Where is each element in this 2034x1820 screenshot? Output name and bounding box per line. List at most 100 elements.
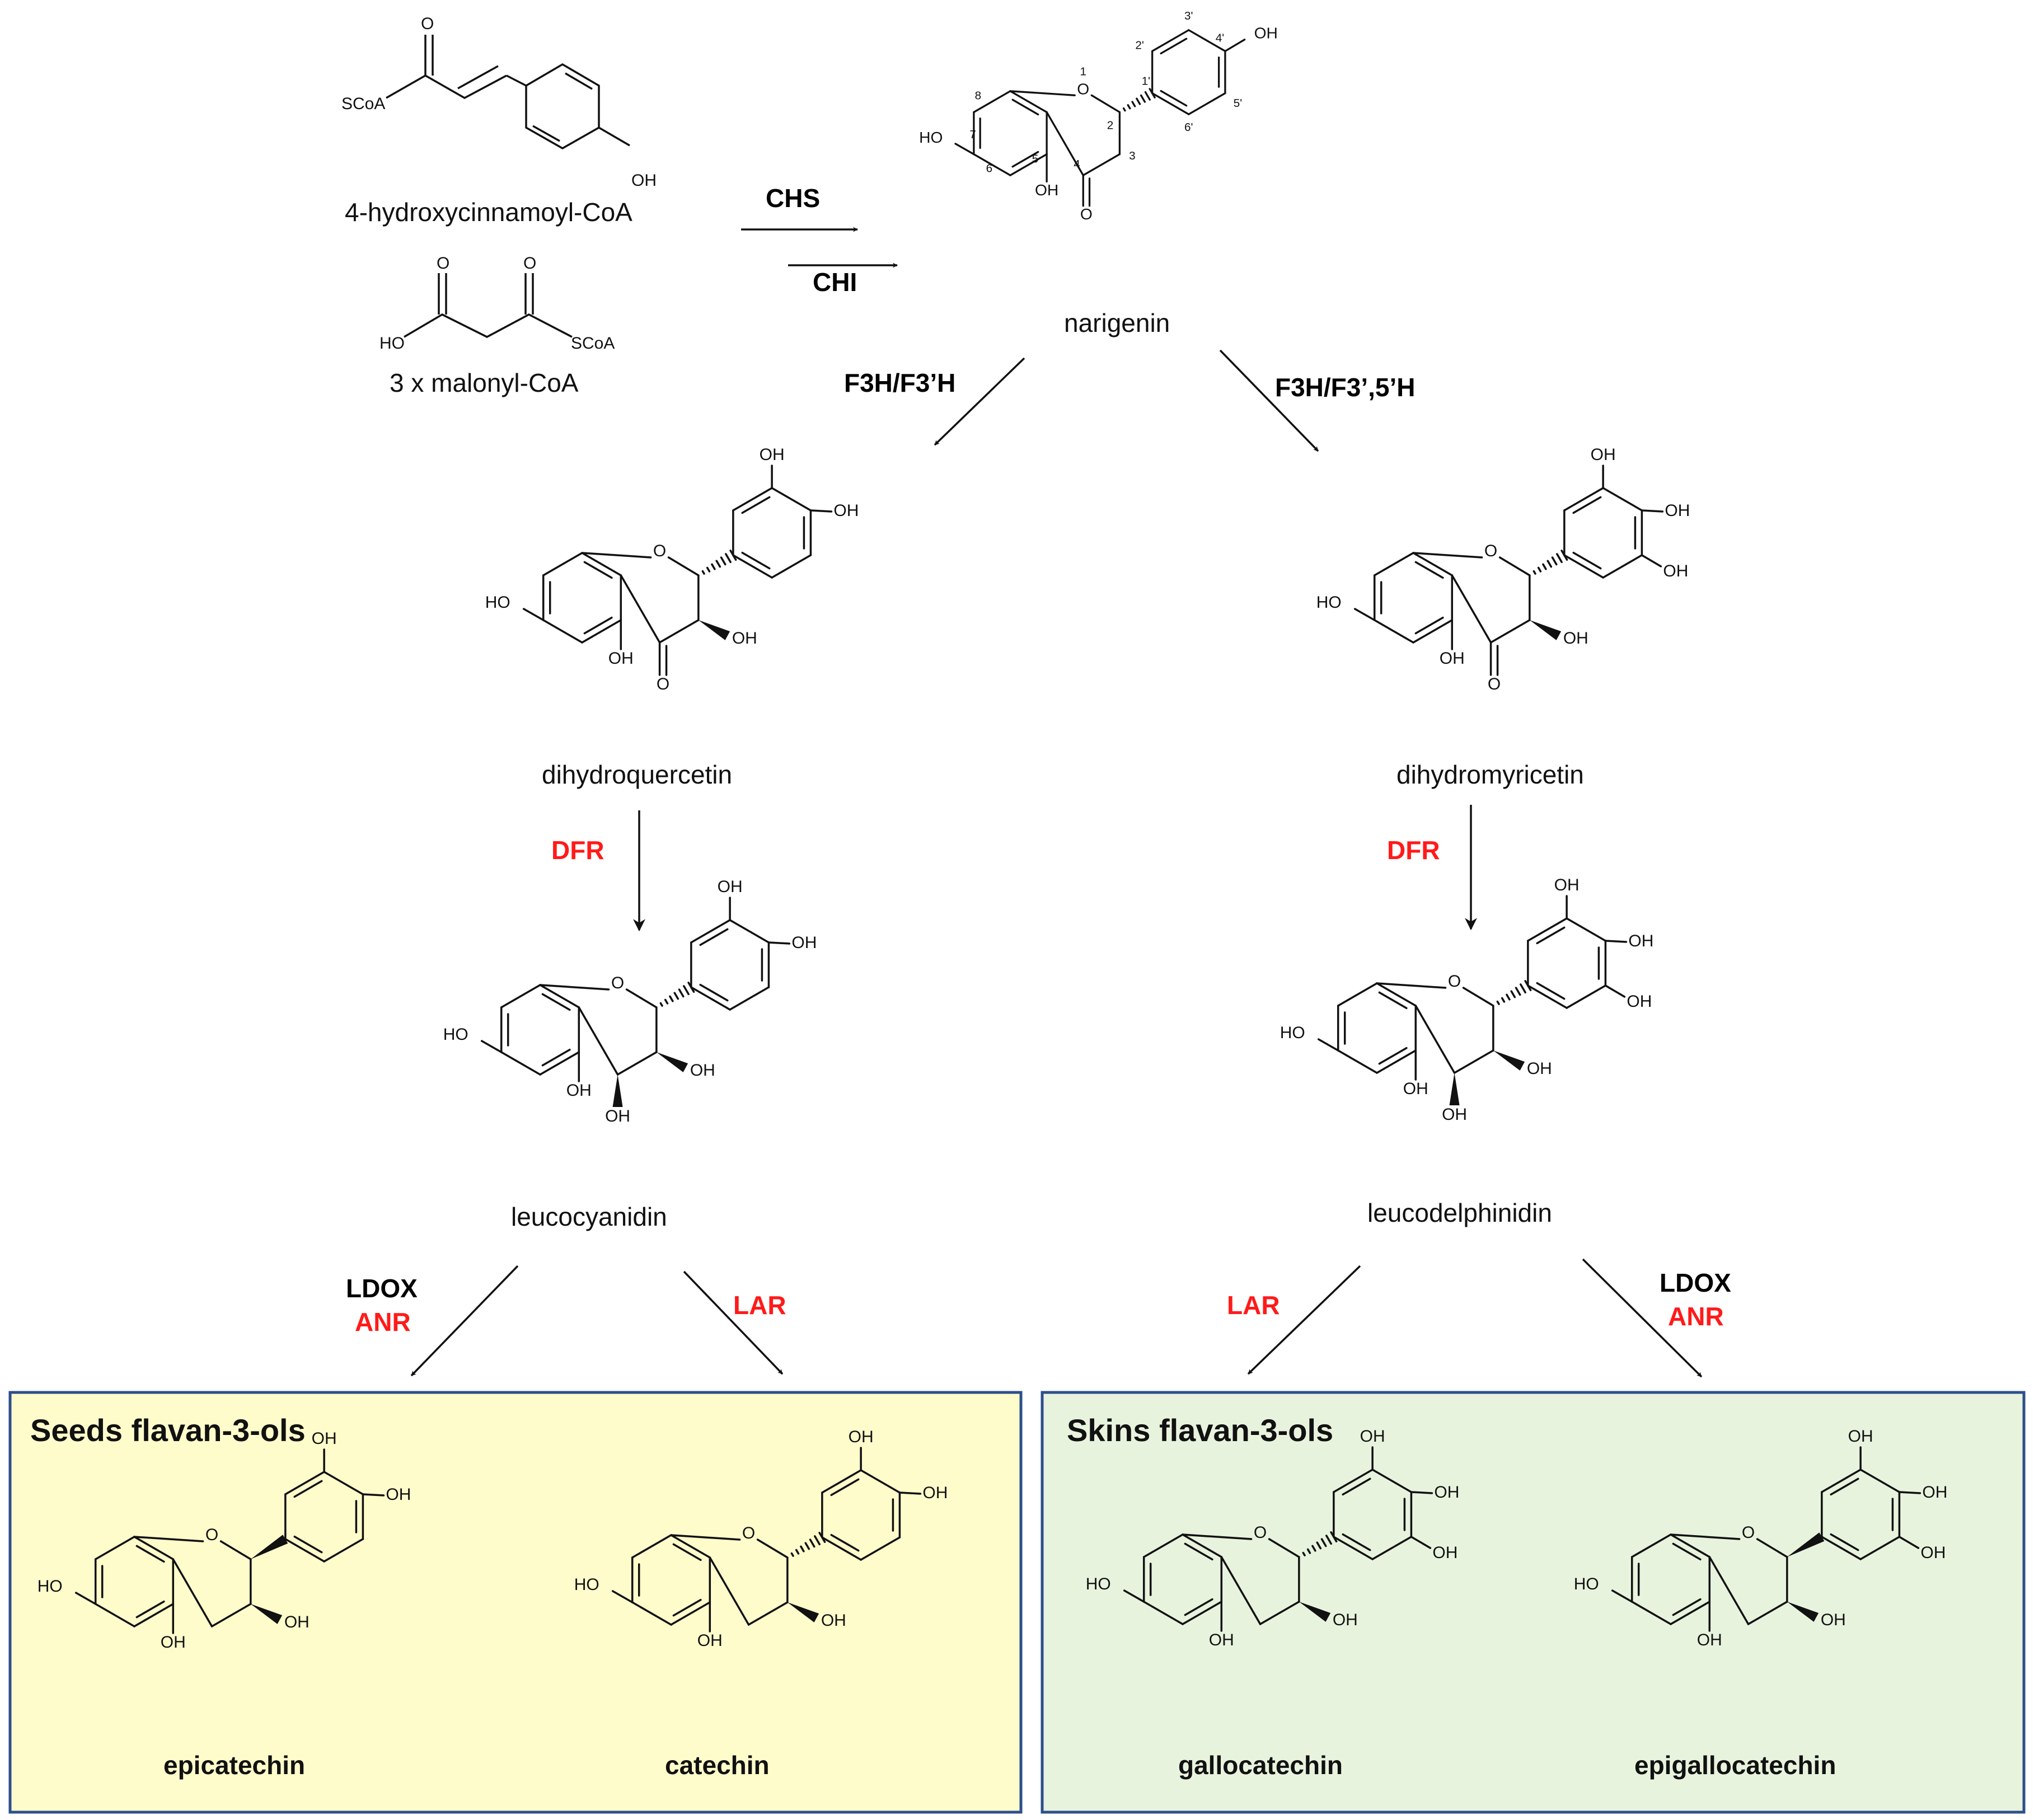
lar-left-arrow xyxy=(683,1270,784,1375)
ldox-anr-right-arrow xyxy=(1582,1258,1703,1378)
cinnamoyl-coa-structure xyxy=(386,35,630,150)
c5-oh-label: OH xyxy=(1403,1080,1428,1098)
c4-keto-oxygen-label: O xyxy=(1488,675,1501,693)
ring-oxygen-label: O xyxy=(205,1526,218,1544)
b-ring-oh-3-label: OH xyxy=(1360,1427,1385,1446)
c4-keto-oxygen-label: O xyxy=(657,675,669,693)
ring-number-3p: 3' xyxy=(1184,10,1193,22)
c3-oh-label: OH xyxy=(1333,1611,1358,1629)
ring-number-7: 7 xyxy=(969,128,976,141)
skins-box xyxy=(1041,1391,2026,1814)
ring-number-2: 2 xyxy=(1107,119,1114,132)
f3h-left-label: F3H/F3’H xyxy=(844,368,955,397)
ldox-anr-left-arrow xyxy=(410,1265,519,1377)
c7-ho-label: HO xyxy=(574,1575,599,1594)
gallocatechin-name: gallocatechin xyxy=(1178,1751,1343,1780)
b-ring-oh-3-label: OH xyxy=(760,445,785,464)
b-ring-oh-3-label: OH xyxy=(312,1429,337,1448)
catechin-name: catechin xyxy=(665,1751,770,1780)
c7-ho-label: HO xyxy=(38,1577,63,1596)
c3-oh-label: OH xyxy=(1563,629,1588,648)
ring-number-8: 8 xyxy=(975,90,982,102)
b-ring-oh-3-label: OH xyxy=(1591,445,1616,464)
ring-oxygen-label: O xyxy=(653,542,666,560)
c7-ho-label: HO xyxy=(443,1025,468,1044)
c5-oh-label: OH xyxy=(1035,181,1058,199)
malonyl-o1-label: O xyxy=(437,254,449,273)
b-ring-oh-4-label: OH xyxy=(1665,501,1690,520)
ring-number-1: 1 xyxy=(1080,65,1087,78)
ring-oxygen-label: O xyxy=(611,974,624,992)
b-ring-oh-3-label: OH xyxy=(1848,1427,1873,1446)
b-ring-oh-5-label: OH xyxy=(1627,992,1652,1011)
c5-oh-label: OH xyxy=(1440,649,1465,668)
cinnamoyl-oh-label: OH xyxy=(631,171,657,190)
b-ring-oh-3-label: OH xyxy=(1554,876,1580,894)
c3-oh-label: OH xyxy=(1821,1611,1846,1629)
epicatechin-structure: O HO OH OH OH OH xyxy=(38,1429,411,1652)
ring-number-6p: 6' xyxy=(1184,121,1193,134)
chs-label: CHS xyxy=(766,184,820,213)
ring-number-2p: 2' xyxy=(1135,39,1143,51)
leucodelphinidin-name: leucodelphinidin xyxy=(1367,1198,1552,1227)
malonyl-coa-structure xyxy=(404,273,573,338)
ldox-left-label: LDOX xyxy=(346,1274,418,1303)
ring-number-6: 6 xyxy=(986,162,993,175)
malonyl-ho-label: HO xyxy=(379,334,405,353)
b-ring-oh-label: OH xyxy=(1254,24,1278,42)
c3-oh-label: OH xyxy=(690,1061,715,1080)
anr-right-label: ANR xyxy=(1668,1302,1724,1331)
b-ring-oh-4-label: OH xyxy=(1434,1483,1459,1502)
skins-box-title: Skins flavan-3-ols xyxy=(1067,1413,1333,1448)
c7-ho-label: HO xyxy=(485,593,510,612)
ring-number-1p: 1' xyxy=(1142,74,1150,87)
ring-oxygen-label: O xyxy=(1254,1523,1267,1542)
c7-ho-label: HO xyxy=(919,128,943,146)
cinnamoyl-o-label: O xyxy=(421,15,434,33)
c5-oh-label: OH xyxy=(697,1631,723,1650)
dihydromyricetin-name: dihydromyricetin xyxy=(1396,760,1584,789)
dfr-right-label: DFR xyxy=(1387,836,1440,865)
b-ring-oh-3-label: OH xyxy=(849,1428,874,1446)
seeds-box xyxy=(8,1391,1023,1814)
malonyl-o2-label: O xyxy=(523,254,536,273)
c5-oh-label: OH xyxy=(1697,1631,1722,1649)
cinnamoyl-scoa-label: SCoA xyxy=(341,95,385,113)
ring-number-3: 3 xyxy=(1129,149,1136,162)
c5-oh-label: OH xyxy=(1209,1631,1234,1649)
malonyl-scoa-label: SCoA xyxy=(571,334,615,353)
ring-oxygen-label: O xyxy=(1077,79,1089,97)
f3h-right-label: F3H/F3’,5’H xyxy=(1275,373,1416,402)
f3h-right-arrow xyxy=(1219,349,1319,452)
lar-left-label: LAR xyxy=(733,1291,786,1320)
lar-right-label: LAR xyxy=(1227,1291,1280,1320)
ldox-right-label: LDOX xyxy=(1660,1268,1731,1297)
c5-oh-label: OH xyxy=(161,1633,186,1652)
b-ring-oh-4-label: OH xyxy=(791,934,817,952)
b-ring-oh-4-label: OH xyxy=(1922,1483,1947,1502)
ring-oxygen-label: O xyxy=(1484,542,1497,560)
b-ring-oh-5-label: OH xyxy=(1432,1544,1457,1562)
lar-right-arrow xyxy=(1247,1265,1361,1375)
f3h-left-arrow xyxy=(934,357,1025,446)
ring-number-4: 4 xyxy=(1074,158,1080,171)
c7-ho-label: HO xyxy=(1280,1024,1305,1042)
c3-oh-label: OH xyxy=(284,1613,310,1631)
c4-oh-label: OH xyxy=(605,1107,630,1125)
c3-oh-label: OH xyxy=(1527,1059,1552,1078)
seeds-box-title: Seeds flavan-3-ols xyxy=(30,1413,306,1448)
b-ring-oh-4-label: OH xyxy=(386,1485,411,1504)
cinnamoyl-coa-name: 4-hydroxycinnamoyl-CoA xyxy=(345,198,632,227)
c5-oh-label: OH xyxy=(566,1081,592,1100)
ring-number-4p: 4' xyxy=(1216,31,1224,44)
chi-label: CHI xyxy=(813,268,857,297)
c3-oh-label: OH xyxy=(821,1611,846,1630)
b-ring-oh-4-label: OH xyxy=(1628,932,1653,950)
